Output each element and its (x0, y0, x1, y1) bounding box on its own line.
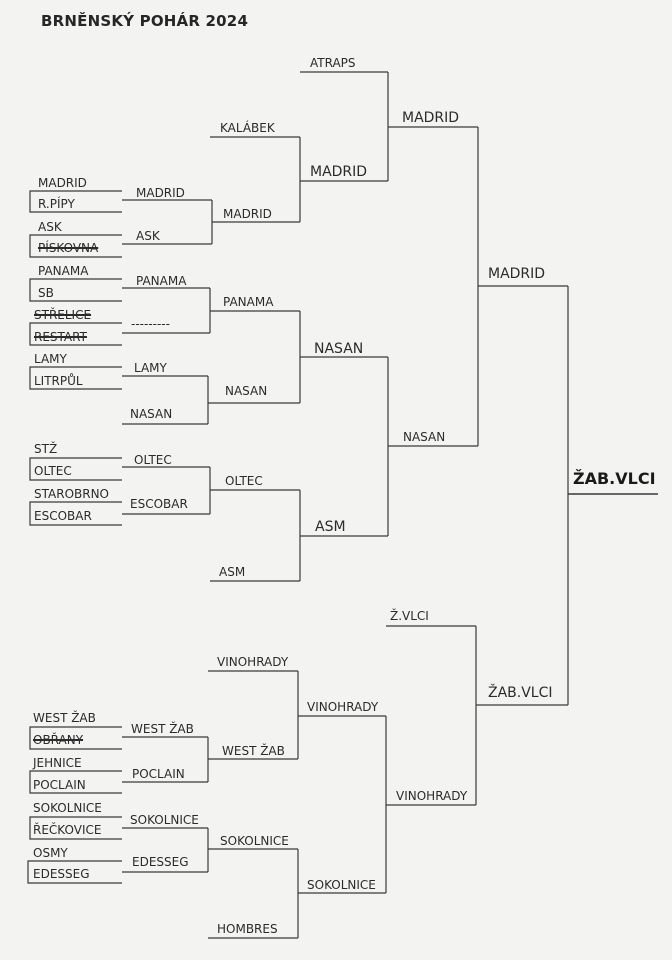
r1-team-edesseg: EDESSEG (33, 867, 90, 881)
r1-team-piskovna: PÍSKOVNA (38, 241, 99, 255)
r1-pair-line-0 (29, 190, 122, 213)
r1-team-stz: STŽ (34, 442, 58, 456)
r1-team-r-pipy: R.PÍPY (38, 197, 75, 211)
r1-pair-line-2 (29, 278, 122, 302)
r1-team-madrid: MADRID (38, 176, 87, 190)
r1-team-west-zab: WEST ŽAB (33, 711, 96, 725)
r1-team-panama: PANAMA (38, 264, 89, 278)
r5-nasan: NASAN (403, 430, 446, 444)
r2-empty-slot: --------- (131, 317, 170, 331)
r1-team-starobrno: STAROBRNO (34, 487, 109, 501)
r1-team-obrany: OBŘANY (33, 733, 84, 747)
r1-pair-line-1 (29, 234, 122, 258)
r1-pair-line-4 (29, 366, 122, 390)
r1-team-oltec: OLTEC (34, 464, 72, 478)
r3-oltec: OLTEC (225, 474, 263, 488)
r1-team-escobar: ESCOBAR (34, 509, 92, 523)
r1-team-strelice: STŘELICE (34, 308, 92, 322)
r4-nasan: NASAN (314, 341, 364, 357)
r4-vinohrady: VINOHRADY (307, 700, 379, 714)
r3-nasan: NASAN (225, 384, 268, 398)
r2-oltec: OLTEC (134, 453, 172, 467)
r5-z-vlci: Ž.VLCI (390, 609, 429, 623)
r2-ask: ASK (136, 229, 160, 243)
r3-madrid: MADRID (223, 207, 272, 221)
r3-west-zab: WEST ŽAB (222, 744, 285, 758)
page-title: BRNĚNSKÝ POHÁR 2024 (41, 12, 249, 30)
r3-vinohrady: VINOHRADY (217, 655, 289, 669)
r1-pair-line-6 (29, 501, 122, 526)
r1-pair-line-9 (29, 816, 122, 840)
r2-panama: PANAMA (136, 274, 187, 288)
r2-madrid: MADRID (136, 186, 185, 200)
r5-madrid: MADRID (402, 110, 460, 126)
r3-asm: ASM (219, 565, 246, 579)
r5-vinohrady: VINOHRADY (396, 789, 468, 803)
r1-team-jehnice: JEHNICE (33, 756, 82, 770)
r6-zab-vlci: ŽAB.VLCI (488, 685, 553, 701)
r1-pair-line-3 (29, 322, 122, 346)
r4-atraps: ATRAPS (310, 56, 356, 70)
r6-madrid: MADRID (488, 266, 546, 282)
r4-madrid: MADRID (310, 164, 368, 180)
champion-label: ŽAB.VLCI (573, 469, 656, 488)
r4-sokolnice: SOKOLNICE (307, 878, 376, 892)
r1-team-osmy: OSMY (33, 846, 68, 860)
r1-pair-line-8 (29, 770, 122, 794)
r1-pair-line-5 (29, 457, 122, 481)
r3-sokolnice: SOKOLNICE (220, 834, 289, 848)
r2-nasan: NASAN (130, 407, 173, 421)
r2-sokolnice: SOKOLNICE (130, 813, 199, 827)
r1-team-sb: SB (38, 286, 54, 300)
r2-escobar: ESCOBAR (130, 497, 188, 511)
r1-team-lamy: LAMY (34, 352, 67, 366)
r1-pair-line-7 (29, 726, 122, 750)
r3-panama: PANAMA (223, 295, 274, 309)
r2-west-zab: WEST ŽAB (131, 722, 194, 736)
r1-pair-line-10 (27, 860, 122, 884)
r1-team-sokolnice: SOKOLNICE (33, 801, 102, 815)
r3-hombres: HOMBRES (217, 922, 278, 936)
r1-team-litrpul: LITRPŮL (34, 374, 83, 388)
r2-lamy: LAMY (134, 361, 167, 375)
r4-asm: ASM (315, 519, 346, 535)
r3-kalabek: KALÁBEK (220, 121, 275, 135)
r2-edesseg: EDESSEG (132, 855, 189, 869)
r1-team-restart: RESTART (34, 330, 87, 344)
r1-team-ask: ASK (38, 220, 62, 234)
r1-team-poclain: POCLAIN (33, 778, 86, 792)
r1-team-reckovice: ŘEČKOVICE (33, 823, 102, 837)
r2-poclain: POCLAIN (132, 767, 185, 781)
